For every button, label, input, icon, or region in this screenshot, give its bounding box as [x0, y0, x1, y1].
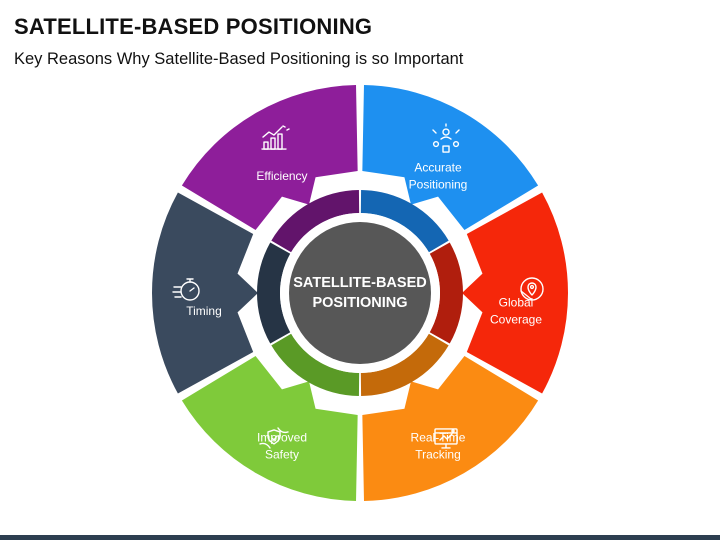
segment-6 — [181, 85, 358, 230]
shield-hands-icon — [259, 427, 289, 449]
inner-ring-segment-3 — [360, 333, 449, 396]
segment-label-5: Timing — [186, 304, 222, 318]
center-circle — [289, 222, 431, 364]
center-label-line2: POSITIONING — [312, 295, 407, 311]
inner-ring-segment-5 — [256, 242, 291, 344]
segment-2 — [462, 192, 569, 394]
people-network-icon — [432, 123, 460, 153]
segment-label-line: Safety — [265, 448, 299, 462]
page-subtitle: Key Reasons Why Satellite-Based Position… — [14, 50, 464, 68]
tracking-screen-icon — [434, 428, 458, 449]
segment-label-line: Coverage — [490, 313, 542, 327]
inner-ring-segment-1 — [360, 190, 449, 253]
segment-label-line: Accurate — [414, 160, 462, 174]
segment-4 — [181, 356, 358, 501]
inner-ring-segment-2 — [429, 242, 464, 344]
segment-label-line: Timing — [186, 304, 222, 318]
growth-chart-icon — [261, 125, 290, 150]
segment-label-line: Tracking — [415, 448, 461, 462]
segment-1 — [362, 85, 539, 230]
segment-5 — [151, 192, 258, 394]
segment-label-line: Improved — [257, 431, 307, 445]
bottom-bar — [0, 535, 720, 540]
segment-label-line: Global — [499, 296, 534, 310]
page-title: SATELLITE-BASED POSITIONING — [14, 14, 373, 39]
center-label-line1: SATELLITE-BASED — [293, 275, 426, 291]
map-pin-globe-icon — [520, 277, 544, 301]
segment-label-line: Positioning — [409, 177, 468, 191]
stopwatch-icon — [172, 278, 200, 301]
inner-ring-segment-6 — [271, 190, 360, 253]
segment-label-6: Efficiency — [256, 169, 307, 183]
segment-label-line: Efficiency — [256, 169, 307, 183]
inner-ring-segment-4 — [271, 333, 360, 396]
